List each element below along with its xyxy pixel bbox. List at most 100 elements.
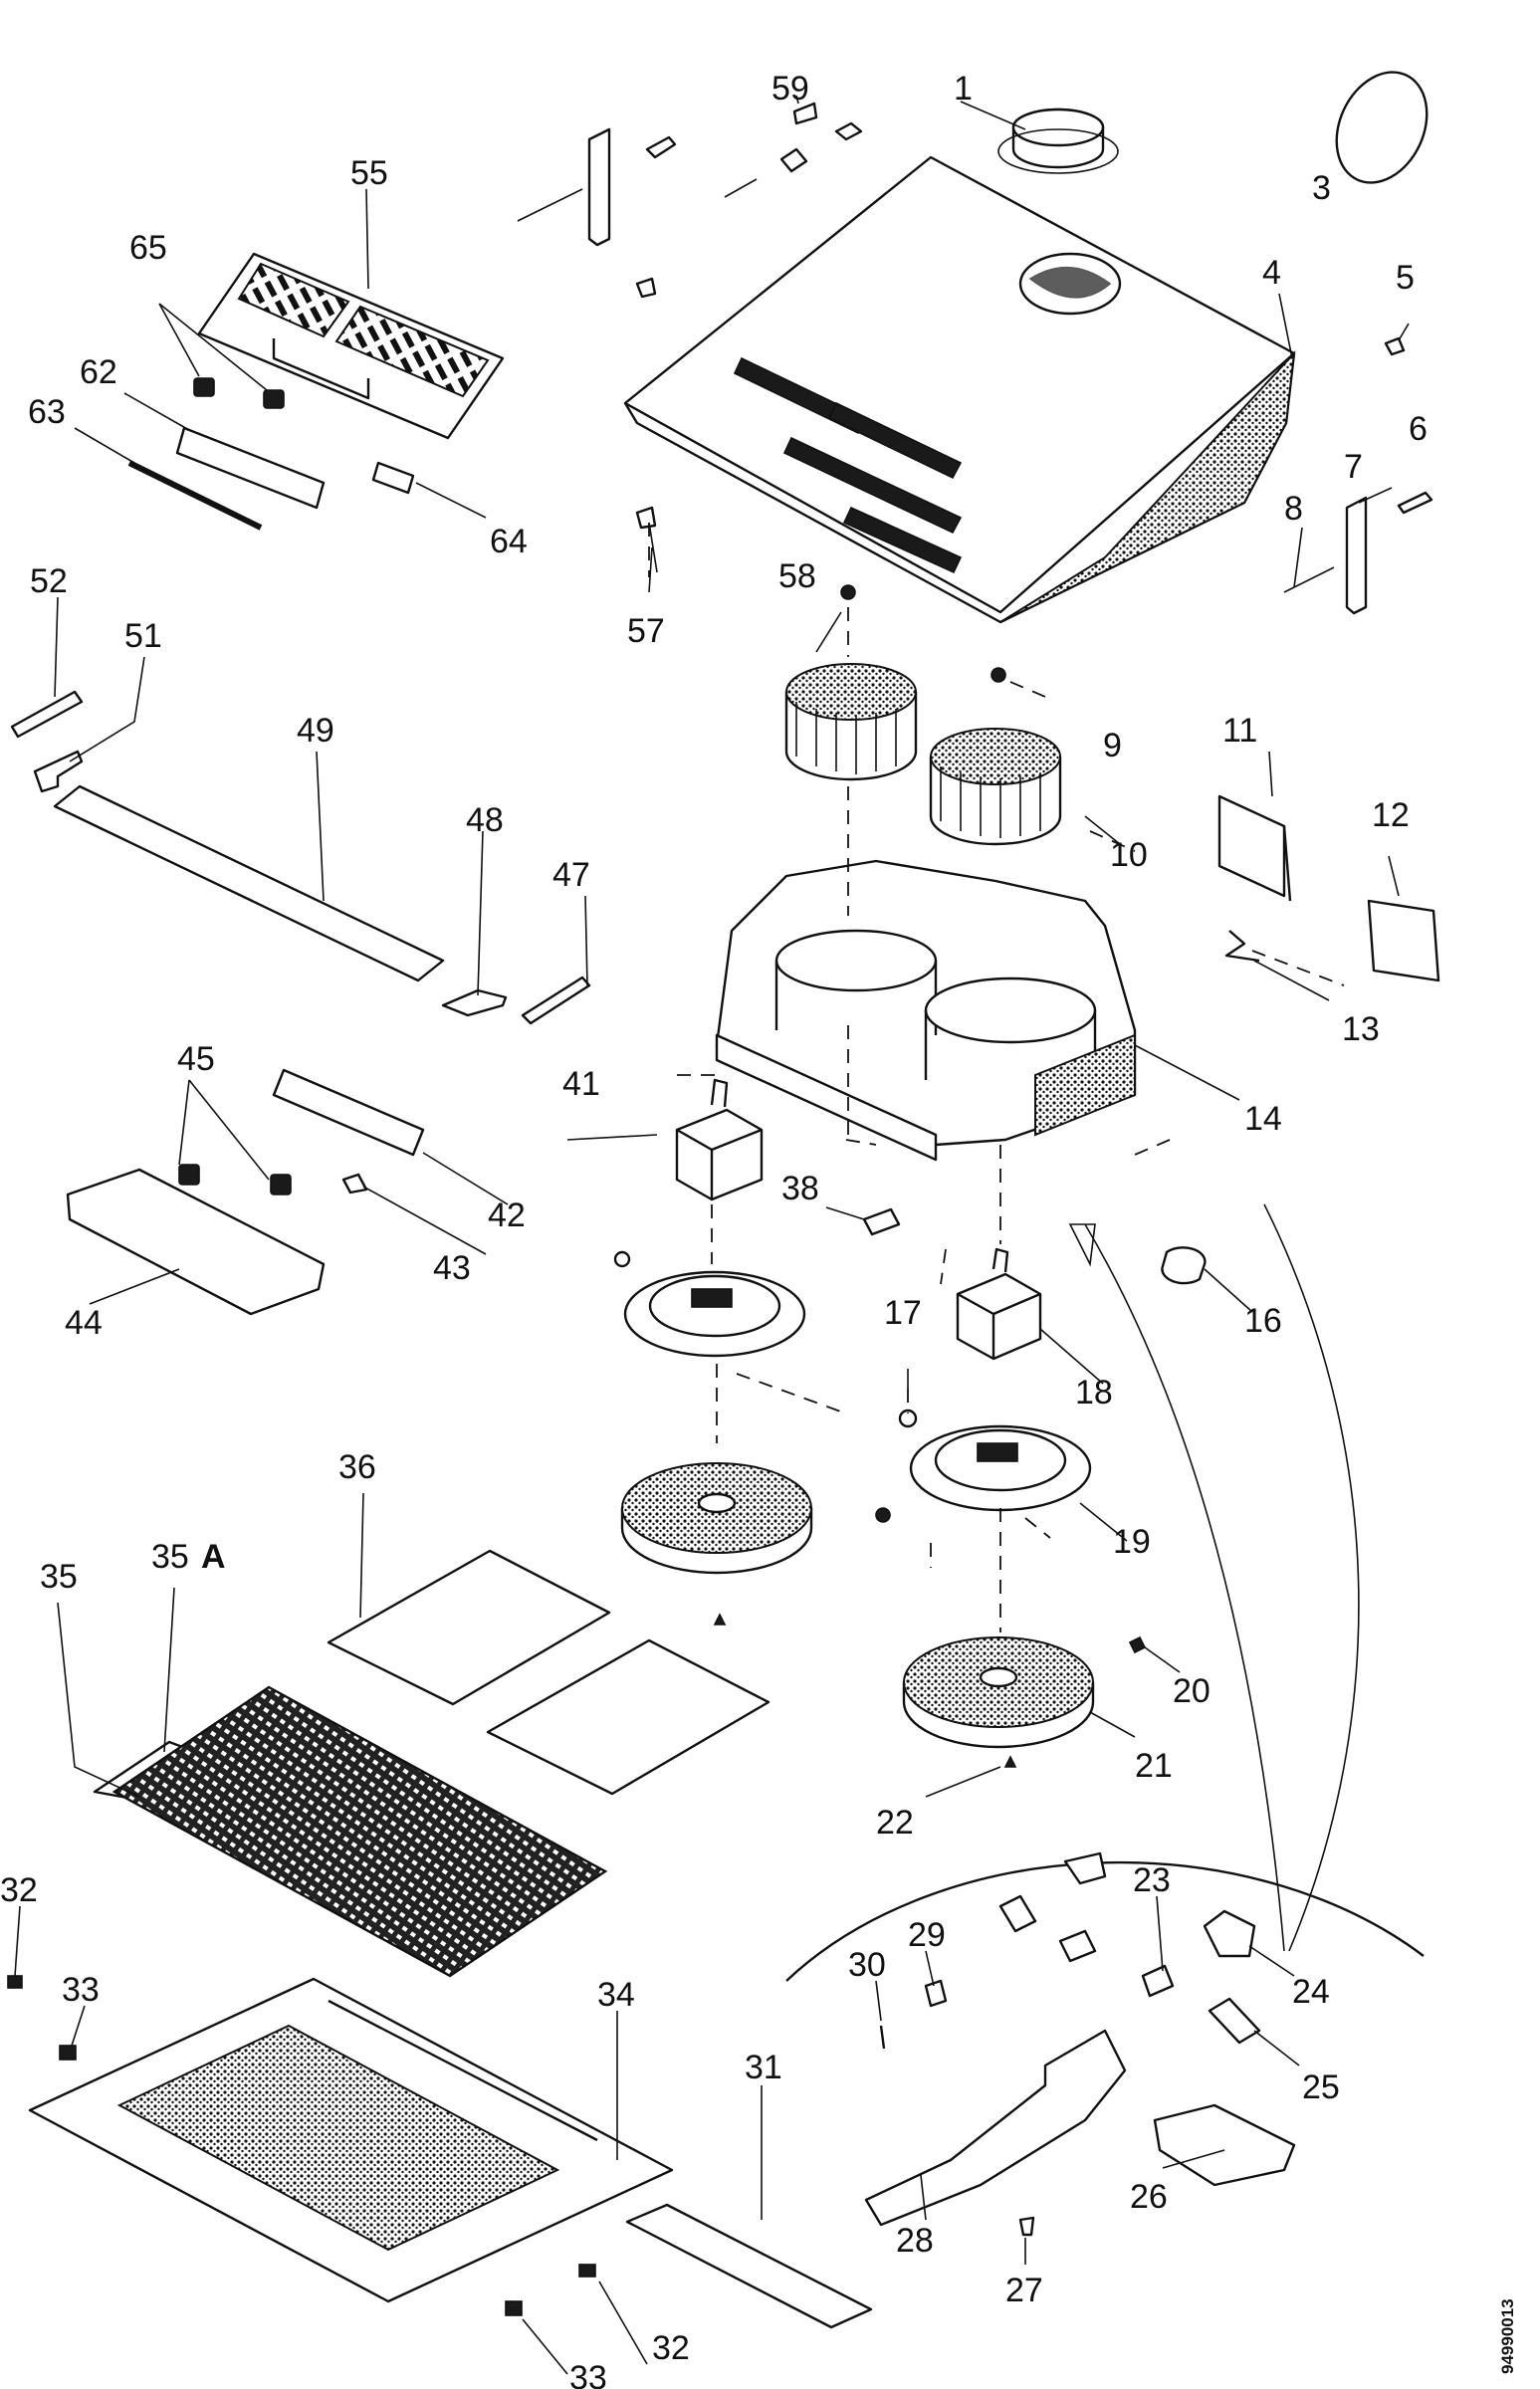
switch-tray-44 [66,1168,326,1316]
label-13: 13 [1342,1010,1380,1048]
nut-20 [1128,1635,1147,1654]
label-18: 18 [1075,1374,1113,1412]
bar-62 [175,426,326,510]
label-42: 42 [488,1196,526,1234]
label-31: 31 [745,2049,782,2086]
hood-body-4 [623,155,1296,624]
clips-65 [193,377,285,409]
label-36: 36 [338,1448,376,1486]
filter-58 [784,663,918,781]
top-fixings [517,102,1433,615]
metal-filter-35a [111,1685,608,1978]
label-29: 29 [908,1916,946,1954]
label-33-left: 33 [62,1971,100,2009]
label-26: 26 [1130,2178,1168,2216]
label-51: 51 [124,617,162,655]
filter-disc-21 [902,1636,1095,1749]
label-23: 23 [1133,1861,1171,1899]
wire-13 [1224,930,1260,963]
label-4: 4 [1262,254,1281,292]
bottom-grille-34 [28,1977,674,2303]
label-52: 52 [30,562,68,600]
clip-33-right [505,2300,523,2316]
label-34: 34 [597,1976,635,2014]
filter-sheet-36a [327,1549,611,1706]
label-22: 22 [876,1804,914,1842]
label-41: 41 [562,1065,600,1103]
starter-25 [1208,1997,1261,2045]
switch-bar-42 [272,1068,425,1157]
connector-23 [1141,1964,1175,1998]
cover-26 [1153,2103,1296,2187]
label-17: 17 [884,1294,922,1332]
document-id: 94990013 [1498,2298,1517,2374]
label-44: 44 [65,1304,103,1342]
label-24: 24 [1292,1973,1330,2011]
label-35a-letter: A [201,1538,226,1576]
label-47: 47 [552,856,590,894]
label-3: 3 [1312,169,1331,207]
flap-11 [1217,794,1286,898]
label-9: 9 [1103,727,1122,764]
plug-upper [998,1894,1037,1933]
label-7: 7 [1344,448,1363,486]
lamp-24 [1203,1909,1256,1958]
knob-22 [1003,1755,1017,1768]
terminal-29 [924,1979,948,2008]
collar-1 [997,108,1119,174]
label-57: 57 [627,612,665,650]
knob-45a [178,1164,200,1186]
label-28: 28 [896,2222,934,2260]
label-55: 55 [350,154,388,192]
clip-33-left [59,2045,77,2061]
filter-10 [929,728,1062,846]
lamp-housing-28 [864,2029,1127,2227]
motor-plate-19 [909,1424,1092,1512]
lamp-holder [1063,1851,1107,1885]
label-8: 8 [1284,490,1303,528]
label-64: 64 [490,523,528,560]
label-25: 25 [1302,2068,1340,2106]
label-14: 14 [1244,1100,1282,1138]
assembly-lines [648,523,1345,1632]
fan-housing-14 [715,859,1137,1162]
front-panel-55 [197,252,505,440]
label-10: 10 [1110,836,1148,874]
part-labels: 1 3 4 5 6 7 8 9 10 11 12 13 14 16 17 18 … [0,70,1428,2389]
label-49: 49 [297,712,334,750]
label-12: 12 [1372,796,1410,834]
label-5: 5 [1396,259,1415,297]
bushing-16 [1161,1246,1207,1285]
label-21: 21 [1135,1747,1173,1785]
label-32-right: 32 [652,2329,690,2367]
label-43: 43 [433,1249,471,1287]
clip-64 [371,461,415,495]
label-58: 58 [778,557,816,595]
bracket-48 [441,988,508,1017]
label-35: 35 [40,1558,78,1596]
label-20: 20 [1173,1672,1210,1710]
label-45: 45 [177,1040,215,1078]
filter-disc-left [620,1462,813,1575]
label-32-left: 32 [0,1871,38,1909]
label-59: 59 [771,70,809,108]
label-33-right: 33 [569,2359,607,2389]
strip-63 [127,460,263,531]
motor-plate-left [623,1270,806,1358]
connector-23a [1058,1929,1097,1963]
label-63: 63 [28,393,66,431]
clip-32-left [7,1975,23,1989]
ring-3 [1335,71,1429,184]
label-62: 62 [80,353,117,391]
bracket-52 [10,690,84,739]
screw-30 [879,2025,886,2050]
label-30: 30 [848,1946,886,1984]
label-6: 6 [1409,410,1428,448]
label-65: 65 [129,229,167,267]
flap-11-axle [1282,825,1292,902]
motor-41 [675,1078,764,1201]
trim-strip-31 [625,2203,873,2329]
label-19: 19 [1113,1523,1151,1561]
